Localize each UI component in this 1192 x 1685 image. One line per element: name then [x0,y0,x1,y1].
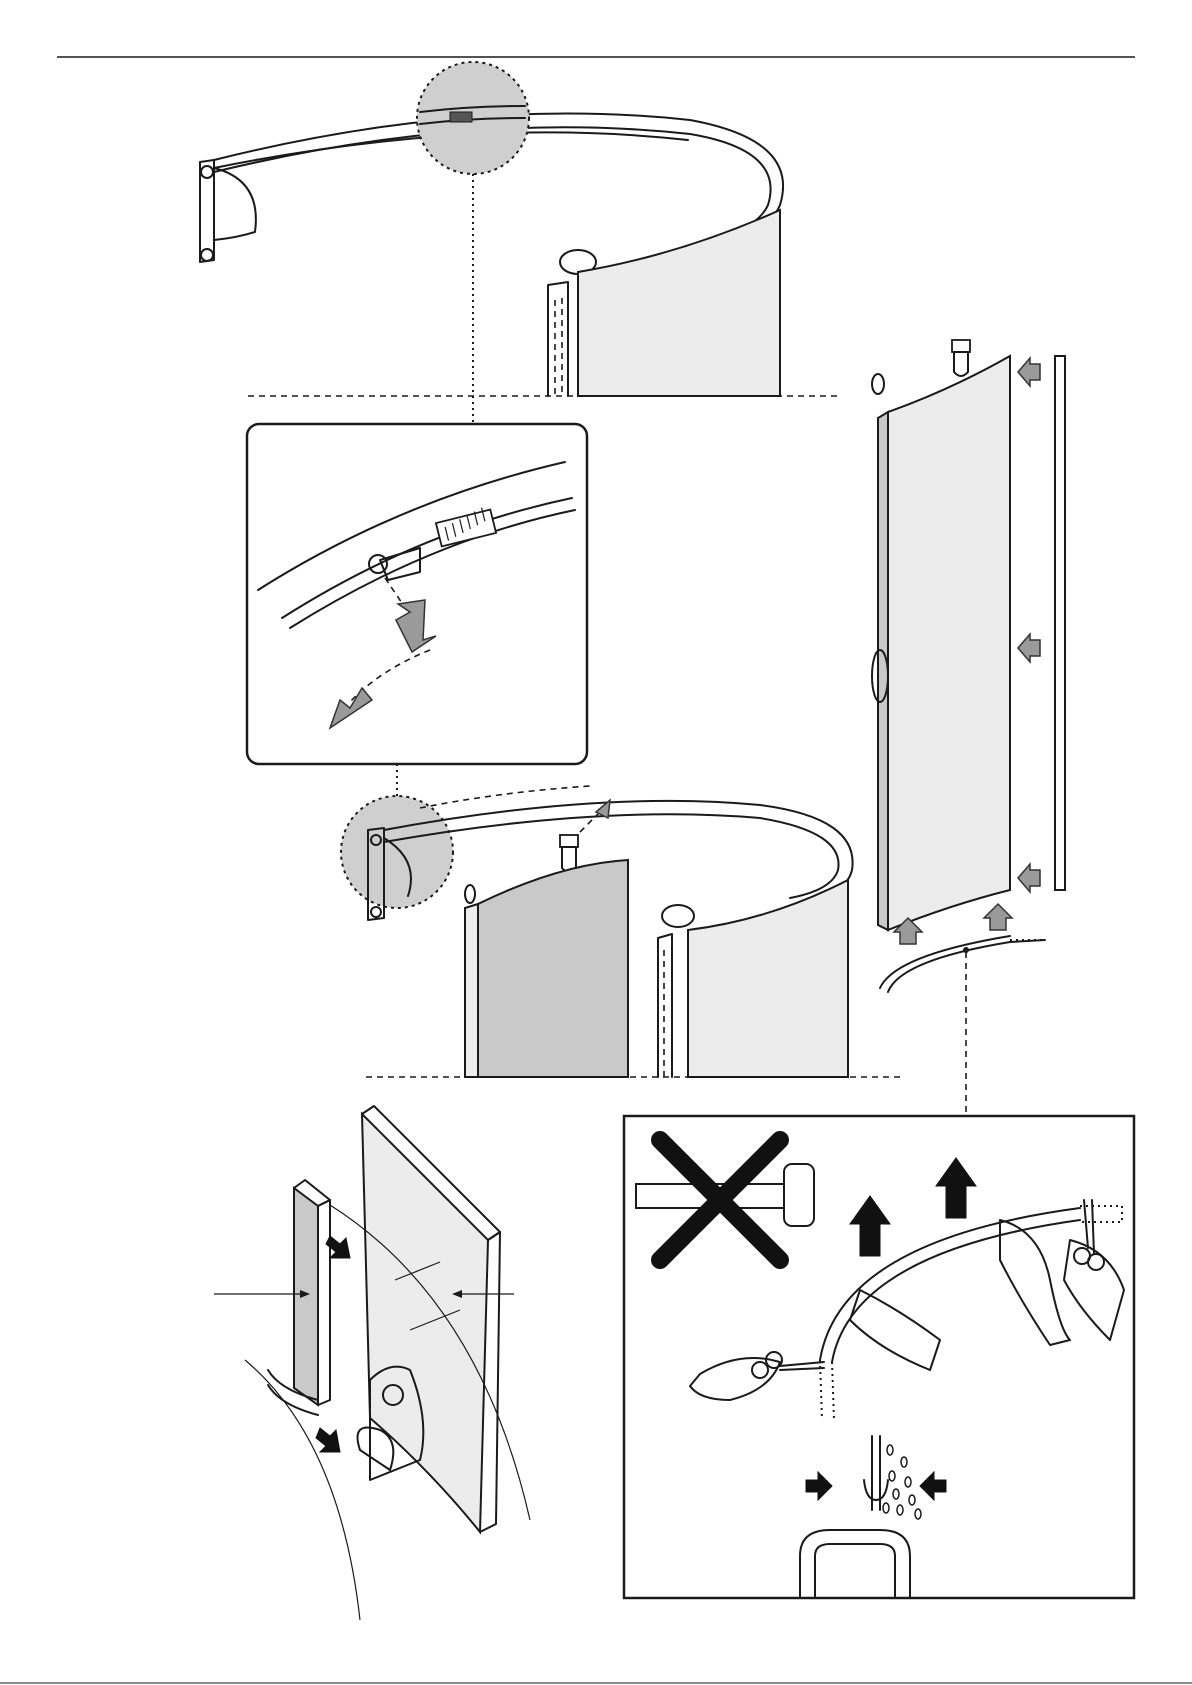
curtain-panel [578,210,780,396]
arrow-left-icon [1018,634,1040,662]
seal-strip [294,1188,318,1405]
zoom-circle-bracket [341,796,453,908]
curtain-panel-dark [478,860,628,1077]
curtain-panel-light [688,880,848,1077]
single-curtain-panel [872,340,1065,1116]
arrow-left-icon [1018,358,1040,386]
strip-trim-inset [624,1116,1134,1598]
rail-end-detail-inset [247,424,587,764]
wall-bracket-glass-detail [214,1106,530,1620]
curved-rail-overview [200,62,783,396]
curtain-panel-flat [888,356,1010,930]
arrow-left-icon [1018,864,1040,892]
inset-frame [247,424,587,764]
arrow-down-right-icon [316,1428,340,1452]
vertical-strip [1055,356,1065,890]
arrow-up-icon [984,904,1012,930]
glass-pane [362,1114,488,1532]
rail-with-curtain-hooks [341,786,853,1077]
